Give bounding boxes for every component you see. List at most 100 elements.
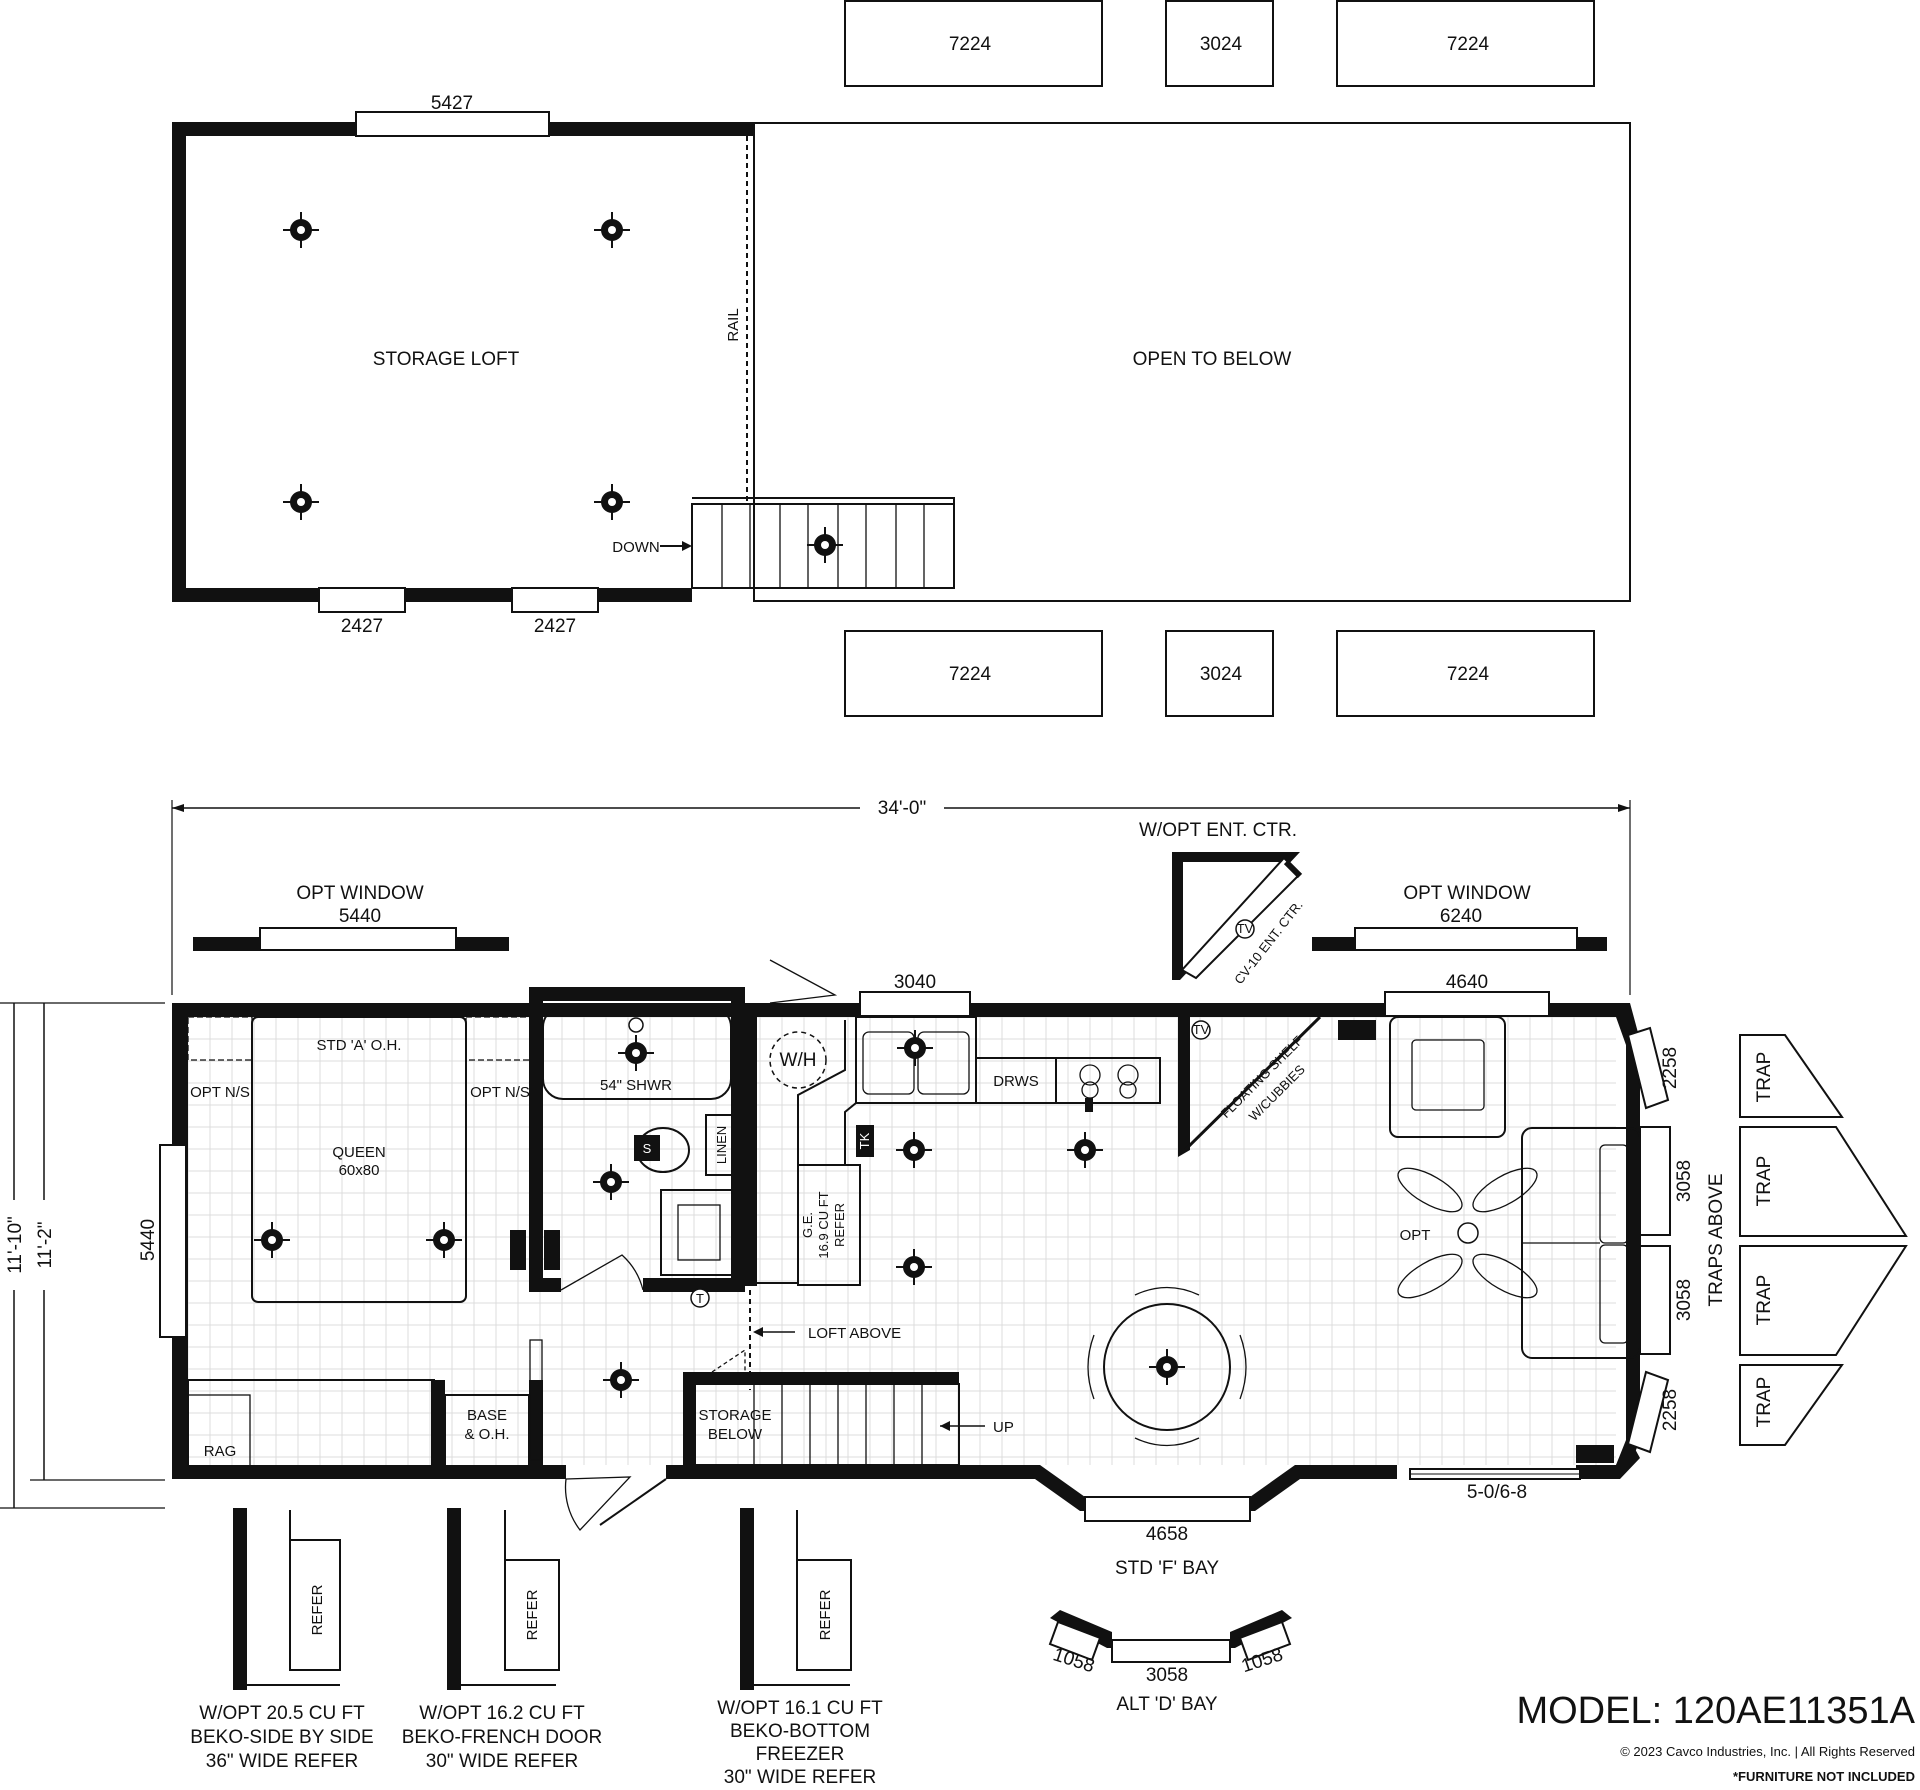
ceiling-light-icon xyxy=(895,1131,933,1169)
ceiling-light-icon xyxy=(592,1163,630,1201)
window-3058-b xyxy=(1639,1245,1671,1355)
opt-ns-right-label: OPT N/S xyxy=(470,1084,530,1101)
window-2258-top-label: 2258 xyxy=(1660,1047,1681,1089)
storage-loft-label: STORAGE LOFT xyxy=(373,349,520,370)
living-room: OPT xyxy=(1087,1016,1641,1463)
alt-bay-window-right xyxy=(1238,1620,1292,1662)
window-3058-b-label: 3058 xyxy=(1674,1279,1695,1321)
refer-option-refer-box xyxy=(796,1559,852,1671)
rail-label: RAIL xyxy=(725,308,742,341)
shelf-tv-label: TV xyxy=(1193,1022,1210,1037)
storage-below-label-2: BELOW xyxy=(708,1426,763,1443)
window-2258-top xyxy=(1626,1026,1670,1110)
main-floor-plan: 34'-0" 11'-10" 11'-2" OPT WINDOW 5440 OP… xyxy=(0,796,1908,1579)
queen-label: QUEEN xyxy=(332,1144,385,1161)
down-label: DOWN xyxy=(612,539,660,556)
entry-door-swing xyxy=(564,1476,632,1532)
top-window-box xyxy=(844,0,1103,87)
loft-window-bottom-1 xyxy=(318,587,406,613)
wh-door-swing xyxy=(769,959,838,1004)
sink-right xyxy=(917,1031,970,1095)
bottom-window-label: 7224 xyxy=(949,664,992,685)
loft-window-top-label: 5427 xyxy=(431,93,473,114)
ceiling-light-icon xyxy=(253,1221,291,1259)
vent-icon xyxy=(1576,1445,1614,1463)
ceiling-light-icon xyxy=(617,1034,655,1072)
open-to-below-label: OPEN TO BELOW xyxy=(1133,349,1292,370)
ceiling-light-icon xyxy=(593,211,631,249)
water-heater xyxy=(769,1031,827,1089)
bottom-window-box xyxy=(844,630,1103,717)
overall-depth-label: 11'-10" xyxy=(5,1216,26,1274)
tk-label: TK xyxy=(857,1132,872,1149)
rag-label: RAG xyxy=(204,1443,237,1460)
window-3040 xyxy=(859,991,971,1017)
ceiling-fan-icon xyxy=(1397,1167,1538,1299)
alt-bay-center-label: 3058 xyxy=(1146,1665,1188,1686)
linen-closet xyxy=(705,1114,736,1176)
opt-window-right xyxy=(1354,927,1578,951)
loft-plan: RAIL 5427 2427 2427 STORAGE LOFT OPEN TO… xyxy=(172,0,1631,717)
window-3040-label: 3040 xyxy=(894,972,936,993)
trap-label: TRAP xyxy=(1754,1156,1775,1207)
loft-window-bottom-2-label: 2427 xyxy=(534,616,576,637)
refer-label-3: REFER xyxy=(832,1203,847,1247)
alt-bay-window-center xyxy=(1111,1639,1231,1663)
furniture-note: *FURNITURE NOT INCLUDED xyxy=(1733,1769,1915,1784)
trap-label: TRAP xyxy=(1754,1052,1775,1103)
base-oh-label-1: BASE xyxy=(467,1407,507,1424)
opt-ns-left-label: OPT N/S xyxy=(190,1084,250,1101)
refer-option-label: REFER xyxy=(309,1584,326,1635)
sliding-door-label: 5-0/6-8 xyxy=(1467,1482,1527,1503)
refer-option-label: REFER xyxy=(524,1589,541,1640)
refer-option-1: REFER W/OPT 20.5 CU FT BEKO-SIDE BY SIDE… xyxy=(190,1508,374,1772)
refer-option-refer-box xyxy=(289,1539,341,1671)
bath-door-swing xyxy=(560,1254,644,1291)
opt-window-left xyxy=(259,927,457,951)
trap-window xyxy=(1739,1245,1908,1356)
bottom-window-label: 7224 xyxy=(1447,664,1490,685)
wh-label: W/H xyxy=(780,1050,817,1071)
refer-option-caption: BEKO-BOTTOM xyxy=(730,1721,870,1742)
window-4640-label: 4640 xyxy=(1446,972,1488,993)
trap-window xyxy=(1739,1364,1844,1446)
shower-label: 54" SHWR xyxy=(600,1077,672,1094)
std-a-oh-label: STD 'A' O.H. xyxy=(317,1037,402,1054)
refer-option-caption: 30" WIDE REFER xyxy=(724,1767,876,1788)
water-heater-closet: W/H xyxy=(745,959,846,1286)
range xyxy=(1055,1057,1161,1104)
traps: TRAP TRAP TRAP TRAP xyxy=(1739,1034,1908,1446)
tv-label: TV xyxy=(1237,921,1254,936)
top-window-label: 7224 xyxy=(1447,34,1490,55)
opt-window-left-label: OPT WINDOW xyxy=(296,883,423,904)
opt-window-right-label: OPT WINDOW xyxy=(1403,883,1530,904)
refer-label-1: G.E. xyxy=(800,1212,815,1238)
refer-option-caption: W/OPT 16.1 CU FT xyxy=(717,1698,883,1719)
trap-window xyxy=(1739,1034,1844,1118)
window-2258-bottom xyxy=(1626,1370,1670,1454)
refer-option-label: REFER xyxy=(817,1589,834,1640)
loft-wall-bottom xyxy=(172,588,692,602)
refrigerator xyxy=(797,1164,861,1286)
dining-table xyxy=(1087,1286,1247,1447)
loft-above-label: LOFT ABOVE xyxy=(808,1325,901,1342)
top-window-label: 7224 xyxy=(949,34,992,55)
alt-d-bay: 1058 3058 1058 ALT 'D' BAY xyxy=(1048,1610,1292,1715)
trap-label: TRAP xyxy=(1754,1275,1775,1326)
bathroom: 54" SHWR S LINEN T xyxy=(529,987,745,1308)
ceiling-light-icon xyxy=(1148,1348,1186,1386)
base-oh-label-2: & O.H. xyxy=(464,1426,509,1443)
std-f-bay-label: STD 'F' BAY xyxy=(1115,1558,1219,1579)
bay-window-label: 4658 xyxy=(1146,1524,1188,1545)
tk-icon xyxy=(856,1125,874,1157)
ceiling-light-icon xyxy=(593,483,631,521)
refer-option-caption: FREEZER xyxy=(756,1744,845,1765)
refer-option-3: REFER W/OPT 16.1 CU FT BEKO-BOTTOM FREEZ… xyxy=(717,1508,883,1788)
window-3058-a-label: 3058 xyxy=(1674,1160,1695,1202)
vanity xyxy=(660,1189,737,1276)
linen-label: LINEN xyxy=(714,1126,729,1164)
refer-label-2: 16.9 CU FT xyxy=(816,1191,831,1258)
refer-option-caption: BEKO-FRENCH DOOR xyxy=(402,1727,603,1748)
top-window-label: 3024 xyxy=(1200,34,1243,55)
refer-option-caption: 36" WIDE REFER xyxy=(206,1751,358,1772)
